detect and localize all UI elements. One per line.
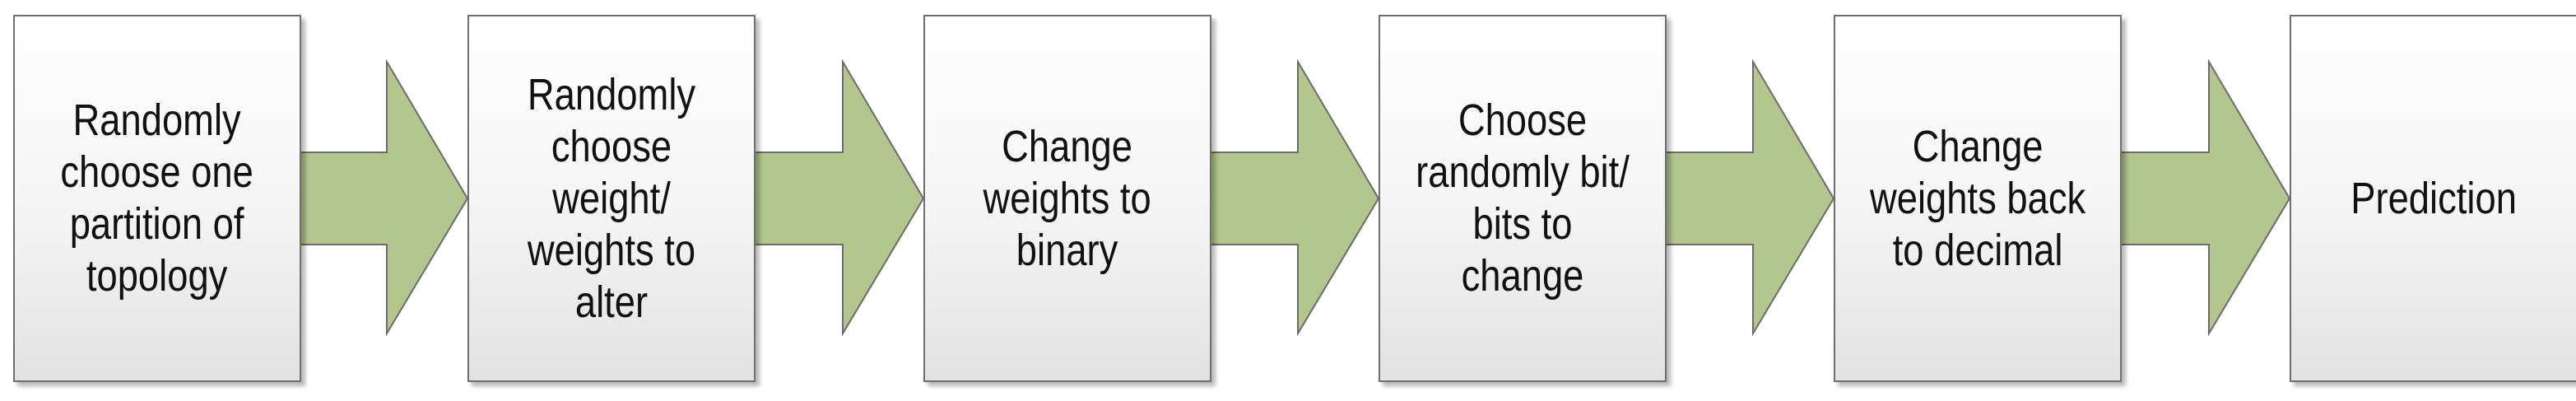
- step-label-1: Randomly choose one partition of topolog…: [60, 96, 254, 301]
- step-box-2: Randomly choose weight/ weights to alter: [467, 15, 756, 382]
- arrow-2-to-3: [742, 58, 925, 337]
- arrow-5-to-6: [2108, 58, 2291, 337]
- arrow-4-to-5: [1653, 58, 1835, 337]
- step-label-6: Prediction: [2350, 173, 2517, 223]
- step-box-1: Randomly choose one partition of topolog…: [13, 15, 301, 382]
- step-label-5: Change weights back to decimal: [1869, 121, 2086, 275]
- step-box-5: Change weights back to decimal: [1834, 15, 2122, 382]
- arrow-3-to-4: [1197, 58, 1380, 337]
- step-label-4: Choose randomly bit/ bits to change: [1416, 96, 1630, 301]
- step-box-6: Prediction: [2290, 15, 2576, 382]
- step-label-3: Change weights to binary: [983, 121, 1152, 275]
- step-box-4: Choose randomly bit/ bits to change: [1379, 15, 1667, 382]
- step-label-2: Randomly choose weight/ weights to alter: [527, 69, 696, 327]
- arrow-1-to-2: [287, 58, 469, 337]
- step-box-3: Change weights to binary: [923, 15, 1211, 382]
